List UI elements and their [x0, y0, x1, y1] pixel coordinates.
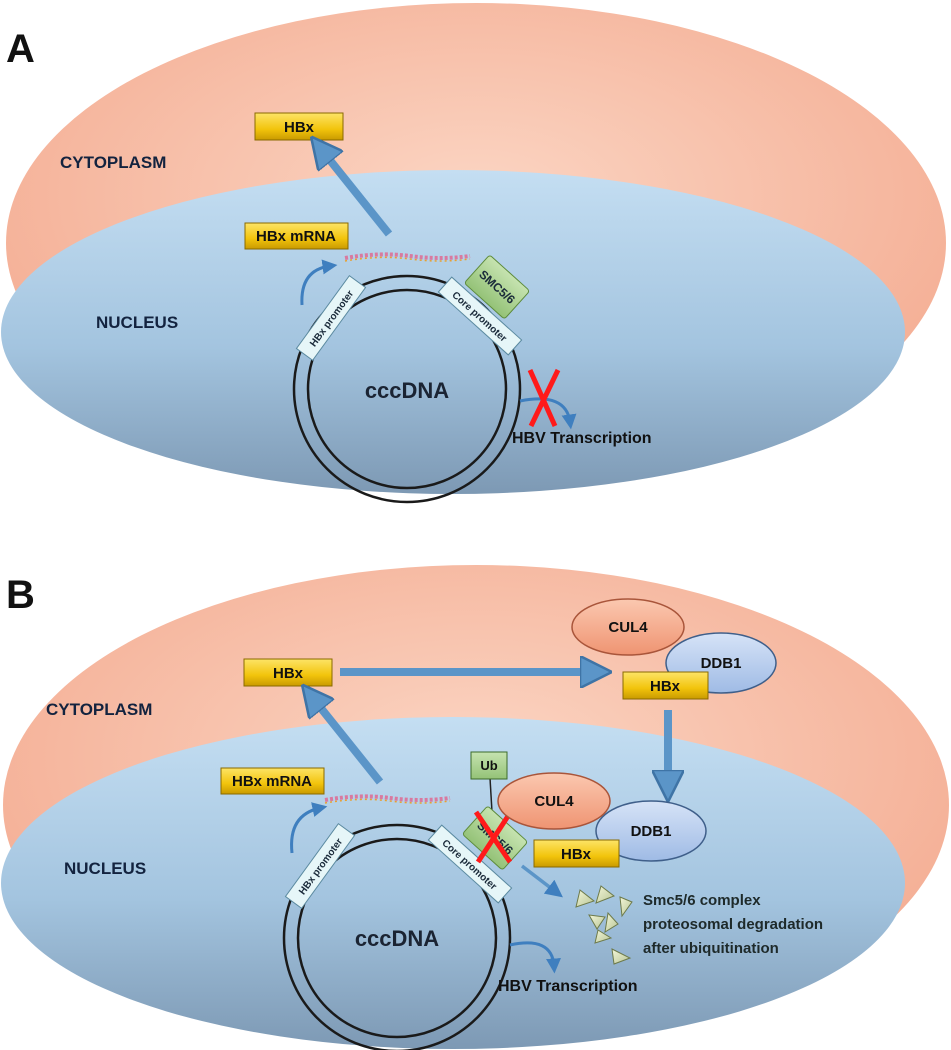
hbv-transcription-label-b: HBV Transcription: [498, 978, 638, 995]
degradation-arrow: [520, 864, 563, 898]
ddb1-label-nuc: DDB1: [631, 823, 672, 840]
fragment-triangle: [595, 885, 616, 904]
mrna-strand-b: [324, 794, 451, 802]
hbx-box-nuc-complex: [533, 839, 620, 868]
mrna-strand-a: [344, 252, 471, 260]
degradation-note-line-1: Smc5/6 complex: [643, 892, 761, 909]
hbx-protein-box-b: HBx: [243, 658, 333, 687]
ubiquitin-box: Ub: [470, 751, 508, 780]
fragment-triangle: [588, 914, 606, 930]
hbv-transcription-label-a: HBV Transcription: [512, 430, 652, 447]
translation-arrow-a: [321, 149, 393, 237]
blocked-x-icon-a: [527, 368, 561, 428]
cytoplasm-label-a: CYTOPLASM: [60, 153, 166, 172]
cul4-ellipse-cyto: [571, 598, 685, 656]
panel-a: A CYTOPLASM NUCLEUS HBx HBx mRNA cccDNA: [1, 3, 946, 504]
cul4-label-nuc: CUL4: [534, 793, 574, 810]
hbv-transcription-arrow-b: [509, 941, 561, 974]
hbx-transcription-arrow-a: [300, 259, 338, 306]
degradation-note-line-2: proteosomal degradation: [643, 916, 823, 933]
fragment-triangle: [604, 911, 619, 933]
nucleus-label-a: NUCLEUS: [96, 313, 178, 332]
fragment-triangle: [594, 929, 613, 944]
hbx-label-cyto-complex: HBx: [650, 678, 681, 695]
cccdna-inner-ring-a: [306, 288, 508, 490]
cul4-ddb1-complex-cytoplasm: DDB1 CUL4 HBx: [571, 598, 777, 700]
degradation-fragments: [575, 885, 633, 965]
cul4-ddb1-complex-nucleus: DDB1 CUL4 HBx: [497, 772, 707, 868]
fragment-triangle: [611, 948, 632, 965]
cul4-ellipse-nuc: [497, 772, 611, 830]
cccdna-outer-ring-b: [282, 823, 512, 1050]
hbx-label-b: HBx: [273, 665, 304, 682]
ub-link-line: [489, 777, 493, 813]
degraded-x-icon-b: [473, 808, 515, 864]
hbx-mrna-box-b: HBx mRNA: [220, 767, 325, 795]
mrna-strand-accent-a: [344, 256, 471, 262]
hbv-transcription-arrow-a: [519, 397, 577, 430]
cul4-label-cyto: CUL4: [608, 619, 648, 636]
ub-label: Ub: [480, 758, 497, 773]
hbx-label-a: HBx: [284, 119, 315, 136]
hbx-mrna-box-a: HBx mRNA: [244, 222, 349, 250]
hbx-mrna-label-a: HBx mRNA: [256, 228, 336, 245]
smc56-box-a: SMC5/6: [464, 255, 530, 319]
panel-b: B CYTOPLASM NUCLEUS HBx DDB1 CUL4 HBx H: [1, 565, 949, 1050]
cccdna-label-a: cccDNA: [365, 378, 449, 403]
cccdna-label-b: cccDNA: [355, 926, 439, 951]
cccdna-outer-ring-a: [292, 274, 522, 504]
mrna-strand-accent-b: [324, 798, 451, 804]
hbx-mrna-label-b: HBx mRNA: [232, 773, 312, 790]
ddb1-label-cyto: DDB1: [701, 655, 742, 672]
hbx-transcription-arrow-b: [290, 802, 328, 854]
panel-b-letter: B: [6, 573, 35, 617]
ddb1-ellipse-nuc: [595, 800, 707, 862]
cccdna-inner-ring-b: [296, 837, 498, 1039]
fragment-triangle: [575, 889, 596, 908]
degradation-note-line-3: after ubiquitination: [643, 940, 779, 957]
hbx-box-cyto-complex: [622, 671, 709, 700]
nucleus-region-b: [1, 717, 905, 1049]
cytoplasm-label-b: CYTOPLASM: [46, 700, 152, 719]
hbx-protein-box-a: HBx: [254, 112, 344, 141]
hbx-label-nuc-complex: HBx: [561, 846, 592, 863]
translation-arrow-b: [312, 697, 384, 785]
fragment-triangle: [619, 896, 633, 918]
panel-a-letter: A: [6, 27, 35, 71]
nucleus-label-b: NUCLEUS: [64, 859, 146, 878]
nucleus-region-a: [1, 170, 905, 494]
